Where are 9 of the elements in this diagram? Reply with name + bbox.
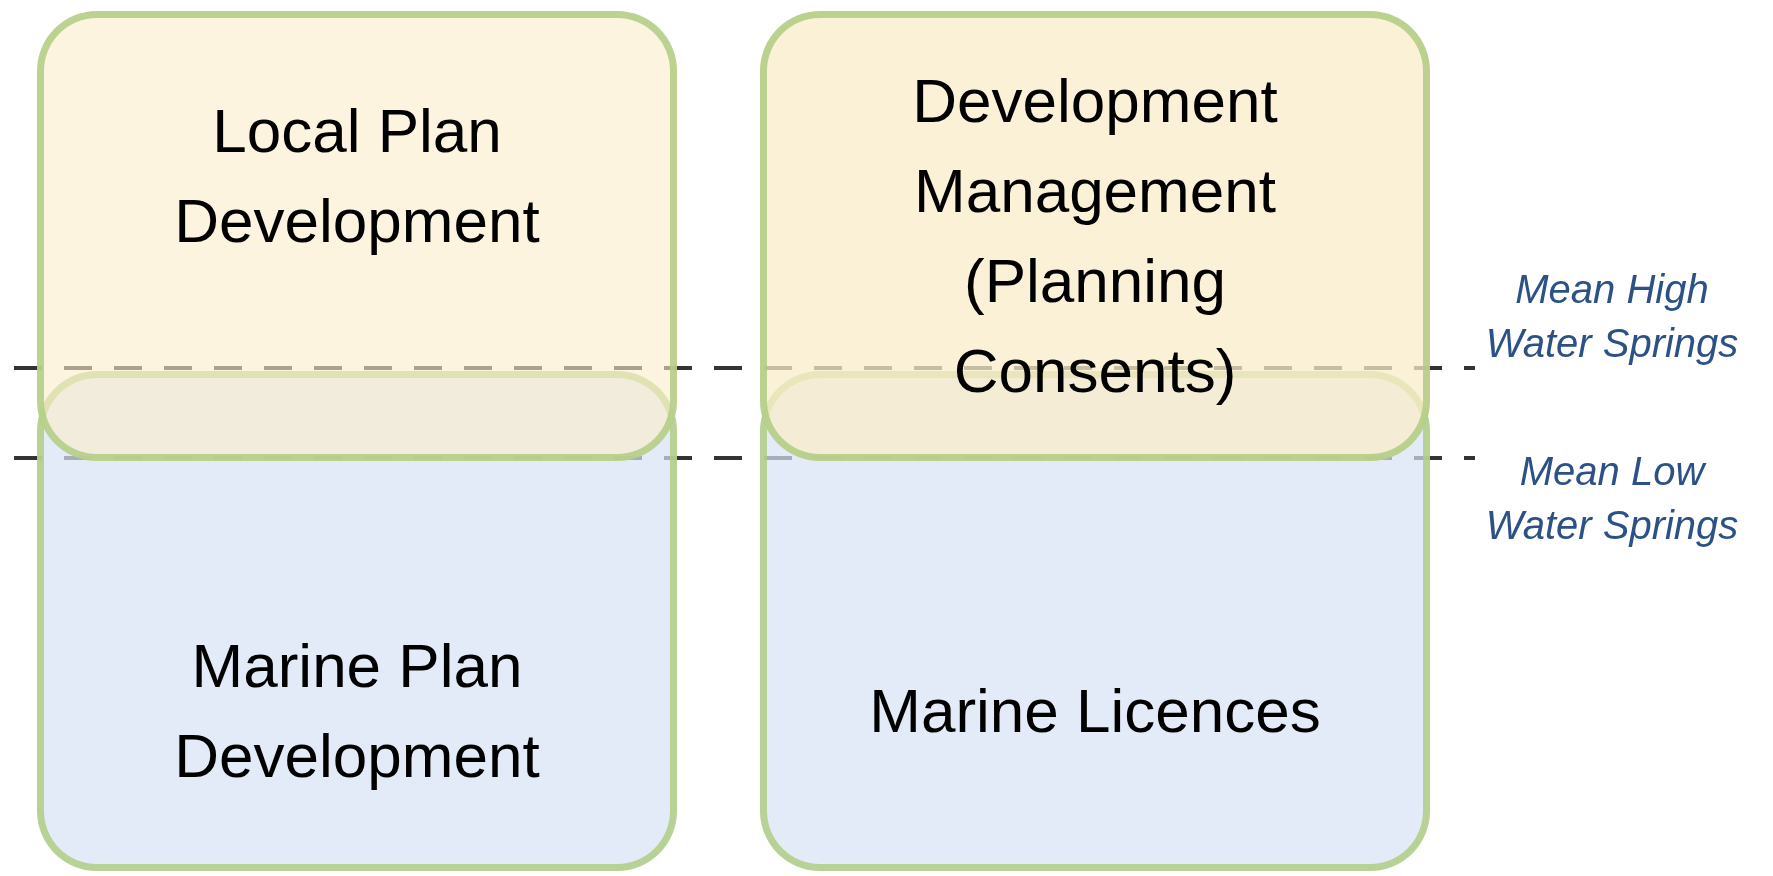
rounded-box (760, 11, 1430, 461)
water-level-label: Mean Low Water Springs (1484, 448, 1740, 549)
box-label: Marine Plan Development (174, 631, 540, 790)
rounded-box (37, 11, 677, 461)
box-label: Marine Licences (869, 676, 1321, 746)
box-label: Local Plan Development (174, 96, 540, 255)
water-level-label: Mean High Water Springs (1484, 266, 1740, 367)
box-label: Development Management (Planning Consents) (912, 66, 1278, 405)
rounded-box (37, 371, 677, 871)
